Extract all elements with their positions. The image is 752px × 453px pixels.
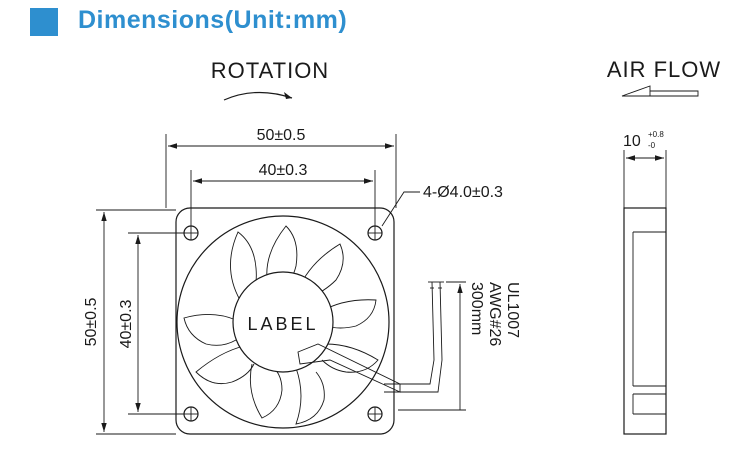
hub-circle bbox=[232, 271, 334, 373]
hole-pitch-width-label: 40±0.3 bbox=[259, 162, 308, 179]
airflow-arrow-icon bbox=[621, 85, 699, 97]
lead-wires bbox=[384, 281, 444, 393]
fan-front-view: LABEL bbox=[175, 207, 401, 435]
impeller-outline bbox=[176, 215, 390, 429]
section-title: Dimensions(Unit:mm) bbox=[78, 6, 348, 34]
mounting-hole-icon bbox=[367, 225, 383, 241]
airflow-label: AIR FLOW bbox=[607, 57, 721, 82]
fan-frame-outline bbox=[175, 207, 395, 435]
rotation-label: ROTATION bbox=[211, 58, 329, 83]
outer-height-label: 50±0.5 bbox=[83, 297, 100, 346]
fan-side-view bbox=[623, 207, 667, 435]
tolerance-minus: -0 bbox=[648, 141, 656, 150]
outer-width-label: 50±0.5 bbox=[257, 127, 306, 144]
hole-pitch-height-label: 40±0.3 bbox=[118, 299, 135, 348]
hub-label: LABEL bbox=[247, 314, 318, 334]
thickness-dimension: 10 +0.8 -0 bbox=[623, 130, 667, 208]
hole-callout: 4-Ø4.0±0.3 bbox=[423, 184, 503, 201]
section-header: Dimensions(Unit:mm) bbox=[0, 0, 752, 40]
mounting-hole-icon bbox=[183, 406, 199, 422]
tolerance-plus: +0.8 bbox=[648, 130, 664, 139]
rotation-arrow-icon bbox=[223, 91, 293, 101]
hole-callout-leader bbox=[381, 191, 420, 227]
wire-spec-line: UL1007 bbox=[504, 282, 521, 338]
wire-spec-line: 300mm bbox=[468, 282, 485, 335]
mounting-hole-icon bbox=[367, 406, 383, 422]
mounting-hole-icon bbox=[183, 225, 199, 241]
wire-spec-line: AWG#26 bbox=[486, 282, 503, 346]
header-square-icon bbox=[30, 8, 58, 36]
thickness-value: 10 bbox=[623, 133, 641, 150]
wire-spec: UL1007 AWG#26 300mm bbox=[468, 282, 521, 346]
